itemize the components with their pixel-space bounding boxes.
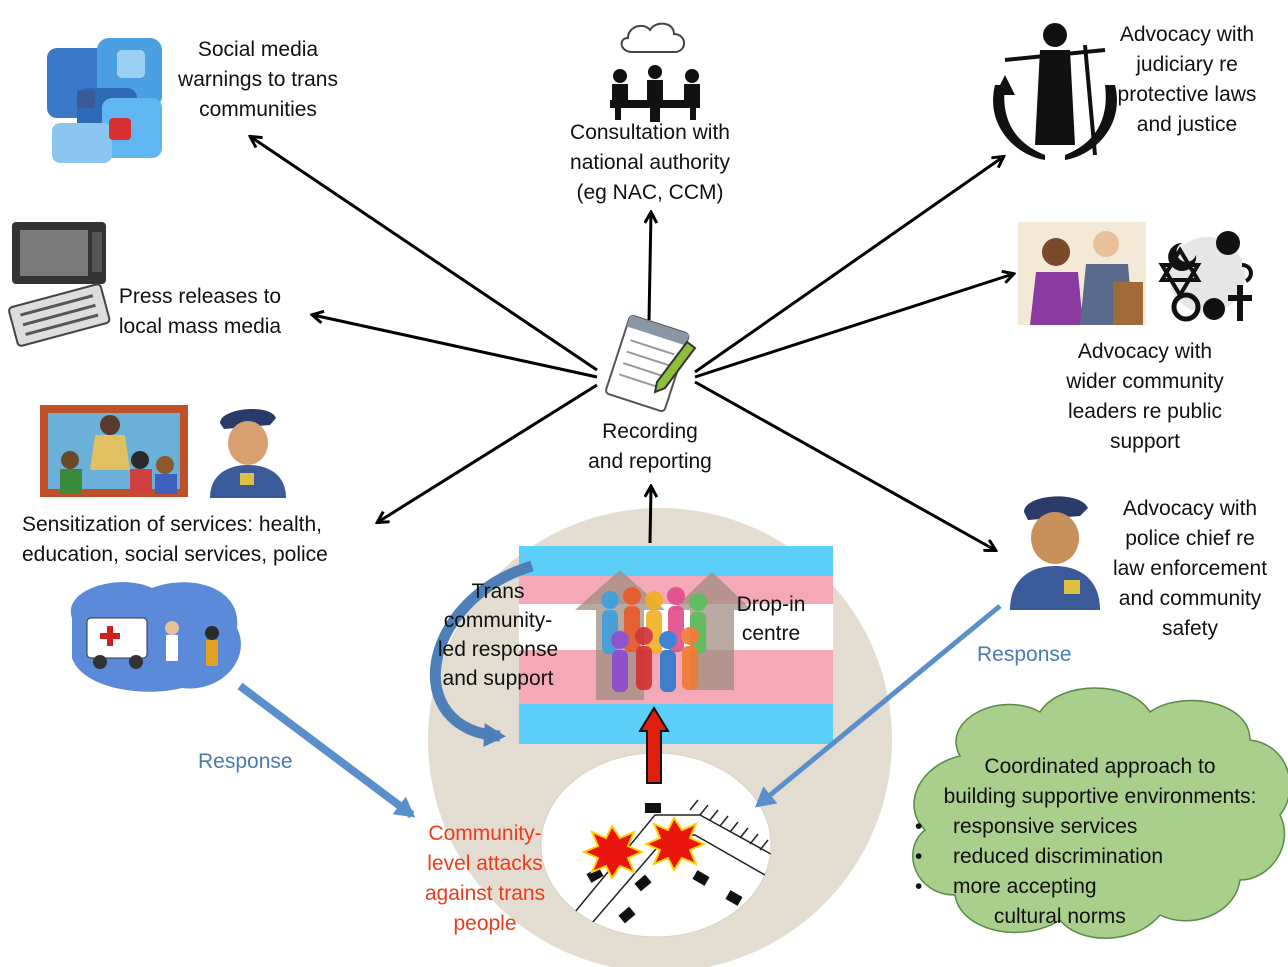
cloud-bullet: • more accepting cultural norms	[915, 872, 1285, 932]
ambulance-scene-icon	[70, 582, 241, 692]
street-map-icon	[555, 799, 771, 937]
response-label-right: Response	[977, 643, 1072, 666]
dropin-label: Drop-in centre	[736, 593, 806, 645]
green-cloud	[912, 687, 1288, 939]
social-media-icon	[47, 38, 162, 163]
curved-blue-arrow	[429, 560, 534, 747]
police-officer-icon	[1010, 496, 1100, 610]
police-chief-label: Advocacy with police chief re law enforc…	[1112, 497, 1268, 640]
black-arrows	[251, 137, 1013, 550]
justice-icon	[993, 23, 1117, 160]
consultation-label: Consultation with national authority (eg…	[570, 121, 730, 204]
cloud-bullet: • reduced discrimination	[915, 842, 1285, 872]
social-media-label: Social media warnings to trans communiti…	[178, 38, 338, 121]
cloud-bullet: • responsive services	[915, 812, 1285, 842]
cloud-bullet-text: more accepting cultural norms	[953, 875, 1126, 928]
red-up-arrow	[638, 706, 670, 784]
bullet-dot: •	[915, 815, 923, 838]
attacks-label: Community- level attacks against trans p…	[424, 822, 546, 935]
cloud-bullet-text: responsive services	[953, 815, 1138, 838]
left-response-arrow	[237, 682, 416, 819]
faith-symbols-icon	[1158, 231, 1253, 322]
response-label-left: Response	[198, 750, 293, 773]
cloud-heading: Coordinated approach to building support…	[943, 755, 1257, 808]
community-leaders-label: Advocacy with wider community leaders re…	[1066, 340, 1224, 453]
cloud-text: Coordinated approach to building support…	[915, 752, 1285, 932]
right-response-arrow	[754, 604, 1002, 808]
police-icon-small	[210, 408, 286, 498]
trans-response-label: Trans community- led response and suppor…	[437, 580, 559, 690]
bullet-dot: •	[915, 845, 923, 868]
sensitization-label: Sensitization of services: health, educa…	[22, 513, 328, 566]
community-leaders-icon	[1018, 222, 1146, 325]
meeting-icon	[610, 22, 700, 122]
classroom-icon	[40, 405, 188, 497]
judiciary-label: Advocacy with judiciary re protective la…	[1117, 23, 1257, 136]
cloud-bullet-text: reduced discrimination	[953, 845, 1164, 868]
press-label: Press releases to local mass media	[118, 285, 282, 338]
notepad-icon	[605, 314, 697, 413]
crowd-icon	[601, 587, 707, 692]
cloud-bullet-list: • responsive services • reduced discrimina…	[915, 812, 1285, 932]
tv-newspaper-icon	[8, 222, 111, 347]
bullet-dot: •	[915, 875, 923, 898]
recording-label: Recording and reporting	[588, 420, 712, 473]
trans-flag-dropin	[519, 546, 833, 744]
